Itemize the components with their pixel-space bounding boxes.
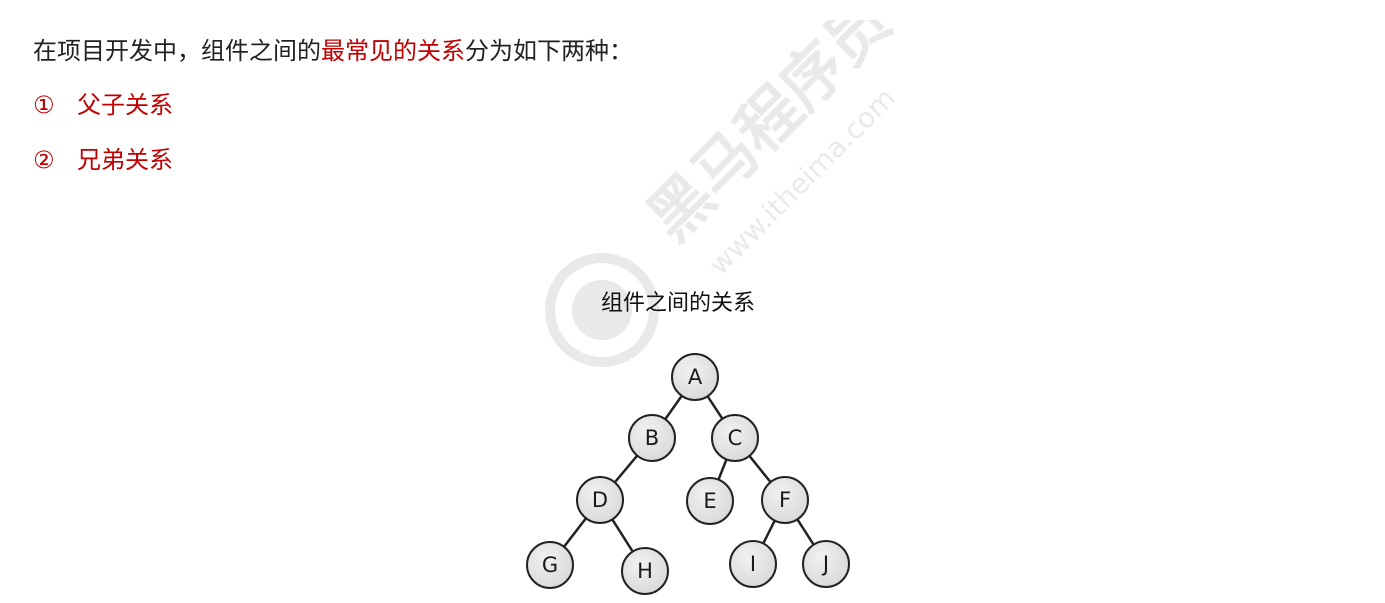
intro-prefix: 在项目开发中，组件之间的 <box>33 37 321 65</box>
intro-highlight: 最常见的关系 <box>321 37 465 65</box>
intro-sentence: 在项目开发中，组件之间的最常见的关系分为如下两种： <box>33 33 633 69</box>
watermark-brand-text: 黑马程序员 <box>634 20 905 255</box>
diagram-title: 组件之间的关系 <box>600 291 755 316</box>
tree-node-c: C <box>711 414 759 462</box>
intro-suffix: 分为如下两种： <box>465 37 633 65</box>
tree-node-e: E <box>686 477 734 525</box>
watermark-url-text: www.itheima.com <box>702 81 902 281</box>
list-item-parent-child: ① 父子关系 <box>33 87 173 123</box>
tree-node-j: J <box>802 540 850 588</box>
tree-node-d: D <box>576 476 624 524</box>
tree-node-f: F <box>761 476 809 524</box>
list-number: ① <box>33 91 55 119</box>
list-label: 兄弟关系 <box>77 146 173 174</box>
list-number: ② <box>33 146 55 174</box>
list-label: 父子关系 <box>77 91 173 119</box>
tree-node-a: A <box>671 353 719 401</box>
tree-node-i: I <box>729 540 777 588</box>
tree-node-h: H <box>621 547 669 595</box>
tree-node-g: G <box>526 541 574 589</box>
watermark-logo: 黑马程序员 www.itheima.com <box>545 20 905 367</box>
list-item-siblings: ② 兄弟关系 <box>33 142 173 178</box>
tree-node-b: B <box>628 414 676 462</box>
